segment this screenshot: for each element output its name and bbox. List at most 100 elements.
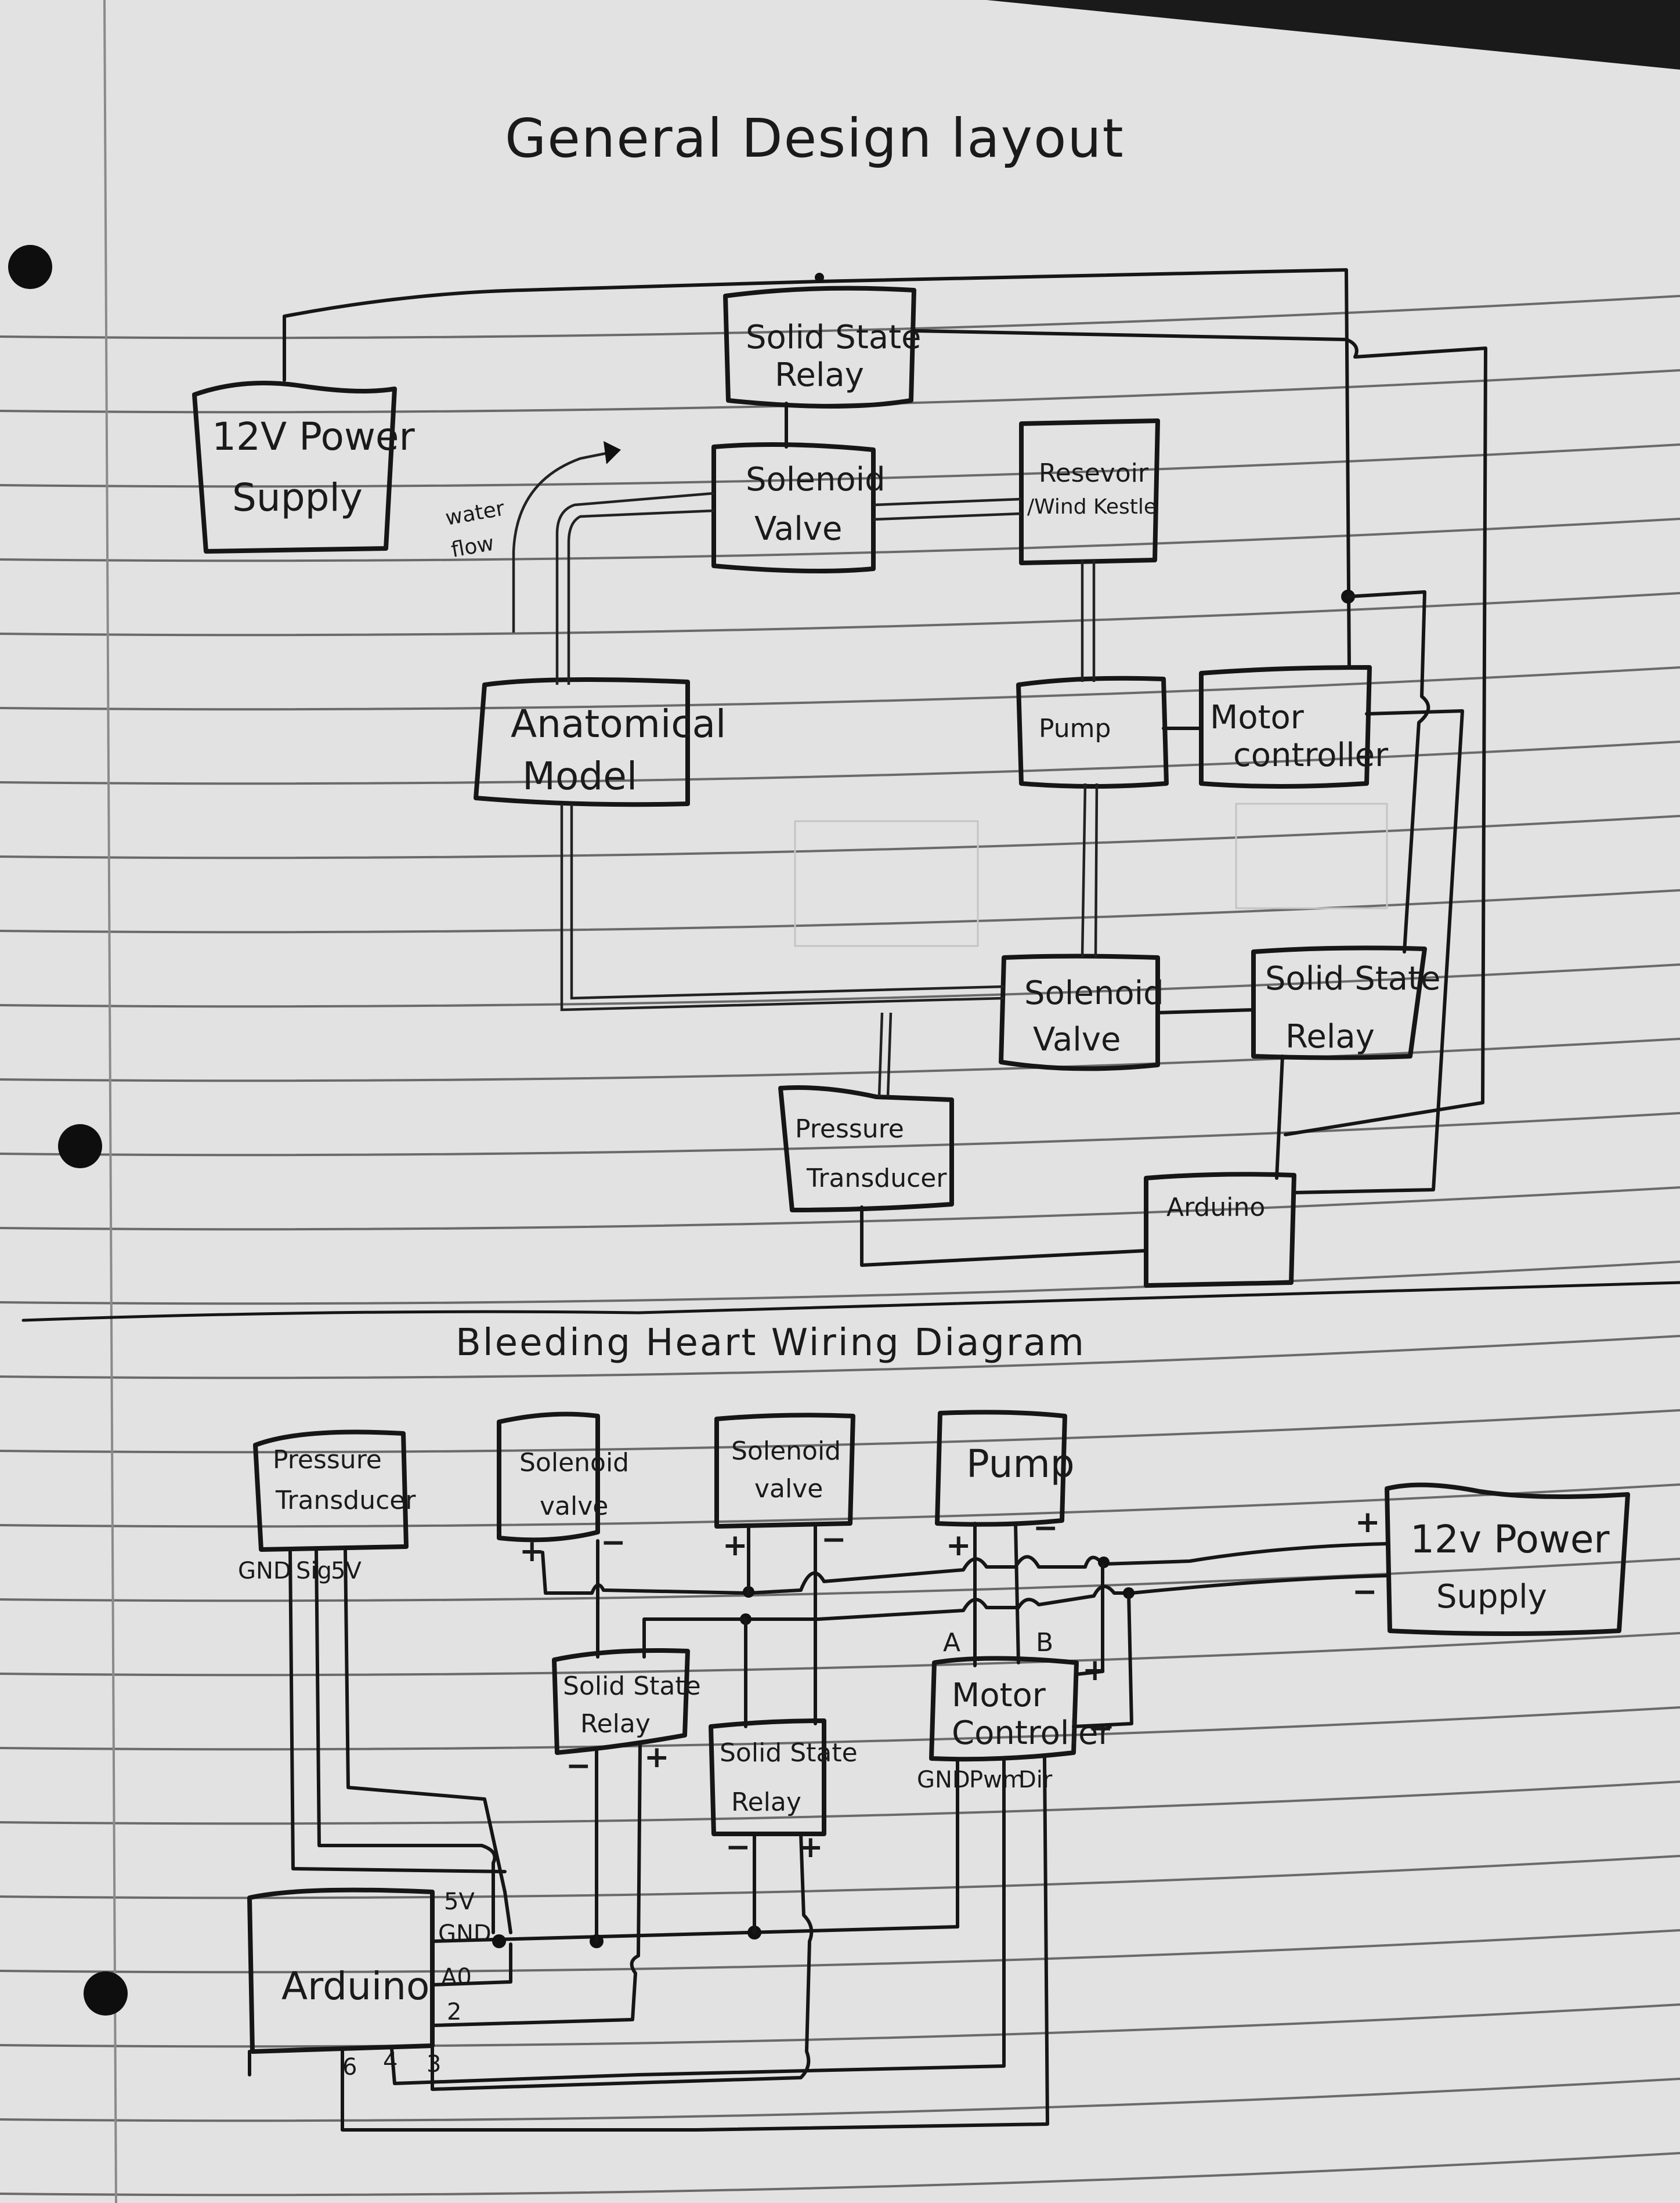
- block-label: Anatomical: [511, 702, 726, 746]
- block-label: Valve: [1033, 1021, 1121, 1059]
- block-label: Solenoid: [1024, 974, 1164, 1012]
- pin-label-b: B: [1036, 1628, 1053, 1657]
- ruled-line: [0, 1186, 1680, 1231]
- block-label: Pump: [966, 1442, 1075, 1486]
- ruled-line: [0, 1335, 1680, 1379]
- ruled-line: [0, 889, 1680, 934]
- block-label: Pump: [1039, 714, 1111, 743]
- block-label: valve: [754, 1474, 823, 1504]
- pin-label-sig: Sig: [296, 1558, 332, 1584]
- block-label: Pressure: [795, 1114, 904, 1144]
- block-solenoid-bottom: Solenoid Valve: [999, 954, 1164, 1071]
- block-pump-wiring: Pump + −: [935, 1410, 1075, 1563]
- polarity-minus: −: [1033, 1511, 1058, 1545]
- pin-label-gnd: GND: [438, 1920, 492, 1947]
- ruled-line: [0, 518, 1680, 562]
- block-label: Relay: [580, 1709, 651, 1739]
- block-label: Relay: [1285, 1018, 1375, 1056]
- ruled-line: [0, 443, 1680, 488]
- block-ssr-1: Solid State Relay − +: [552, 1648, 701, 1783]
- pin-label-pwm: Pwm: [969, 1767, 1025, 1793]
- block-solenoid-1: Solenoid valve + −: [497, 1411, 629, 1569]
- block-label: Solid State: [1265, 960, 1441, 998]
- pin-label-6: 6: [342, 2054, 357, 2081]
- block-label: Solid State: [720, 1738, 858, 1768]
- block-label: 12v Power: [1410, 1517, 1610, 1562]
- block-motor-controller-wiring: Motor Controller A B GND Pwm Dir + −: [917, 1628, 1114, 1793]
- erased-box: [794, 820, 979, 947]
- polarity-minus: −: [725, 1830, 751, 1865]
- block-label: Supply: [1436, 1578, 1547, 1616]
- block-label: Motor: [952, 1677, 1046, 1714]
- polarity-minus: −: [1352, 1574, 1378, 1609]
- polarity-plus: +: [519, 1534, 545, 1569]
- ruled-line: [0, 1483, 1680, 1528]
- polarity-plus: +: [946, 1528, 971, 1563]
- wiring-title: Bleeding Heart Wiring Diagram: [456, 1321, 1086, 1364]
- block-pump: Pump: [1016, 676, 1169, 789]
- wiring-diagram: Bleeding Heart Wiring Diagram Pressure T…: [238, 1321, 1630, 2132]
- block-arduino-layout: Arduino: [1144, 1172, 1296, 1288]
- block-label: 12V Power: [212, 414, 416, 459]
- block-label: Relay: [775, 356, 864, 394]
- block-label: Supply: [232, 475, 363, 520]
- block-label: Solenoid: [731, 1436, 841, 1466]
- block-label: controller: [1233, 736, 1389, 774]
- block-solenoid-2: Solenoid valve + −: [714, 1413, 855, 1563]
- block-solenoid-top: Solenoid Valve: [711, 442, 886, 573]
- water-flow-arrow: [512, 451, 610, 633]
- block-label: /Wind Kestle: [1027, 495, 1157, 519]
- pin-label-gnd: GND: [917, 1767, 970, 1793]
- margin-line: [103, 0, 117, 2203]
- polarity-minus: −: [1088, 1711, 1114, 1746]
- polarity-minus: −: [821, 1522, 847, 1557]
- block-label: valve: [540, 1491, 608, 1521]
- block-label: Solid State: [746, 319, 922, 356]
- block-pressure-transducer: Pressure Transducer: [778, 1085, 954, 1212]
- block-label: Arduino: [1166, 1193, 1265, 1222]
- block-label: Relay: [731, 1787, 801, 1817]
- ruled-line: [0, 295, 1680, 340]
- layout-wires: [21, 268, 1680, 1322]
- polarity-plus: +: [644, 1740, 670, 1775]
- block-label: Motor: [1210, 699, 1305, 736]
- ruled-line: [0, 963, 1680, 1008]
- block-label: Solenoid: [746, 461, 886, 499]
- ruled-line: [0, 1038, 1680, 1082]
- block-label: Transducer: [275, 1486, 416, 1515]
- ruled-line: [0, 666, 1680, 711]
- block-ssr-bottom: Solid State Relay: [1251, 945, 1441, 1060]
- general-design-layout: General Design layout 12V Power Supply S…: [21, 107, 1680, 1322]
- punch-hole: [8, 245, 52, 289]
- erased-box: [1235, 803, 1388, 909]
- block-motor-controller: Motor controller: [1199, 665, 1389, 789]
- block-label: Solenoid: [519, 1448, 629, 1478]
- ruled-line: [0, 1558, 1680, 1602]
- ruled-line: [0, 2078, 1680, 2122]
- block-ssr-top: Solid State Relay: [723, 286, 922, 409]
- ruled-line: [0, 2152, 1680, 2197]
- ruled-line: [0, 1261, 1680, 1305]
- pin-label-2: 2: [447, 1999, 461, 2025]
- punch-hole: [84, 1971, 128, 2016]
- block-anatomical-model: Anatomical Model: [474, 677, 726, 807]
- block-label: Valve: [754, 510, 842, 548]
- block-arduino-wiring: Arduino 5V GND A0 2 6 4 3: [247, 1887, 492, 2081]
- ruled-line: [0, 1409, 1680, 1454]
- block-label: Resevoir: [1039, 458, 1149, 488]
- pin-label-a: A: [943, 1628, 960, 1657]
- pin-label-5v: 5V: [444, 1888, 475, 1915]
- layout-title: General Design layout: [505, 107, 1125, 169]
- block-pressure-transducer-wiring: Pressure Transducer GND Sig 5V: [238, 1429, 416, 1584]
- block-reservoir: Resevoir /Wind Kestle: [1019, 418, 1160, 565]
- wiring-lines: [288, 1522, 1389, 2132]
- polarity-plus: +: [722, 1528, 748, 1563]
- pin-label-a0: A0: [441, 1964, 472, 1991]
- ruled-line: [0, 1112, 1680, 1157]
- polarity-plus: +: [1355, 1505, 1381, 1540]
- block-label: Transducer: [806, 1164, 947, 1193]
- block-label: Solid State: [563, 1671, 701, 1701]
